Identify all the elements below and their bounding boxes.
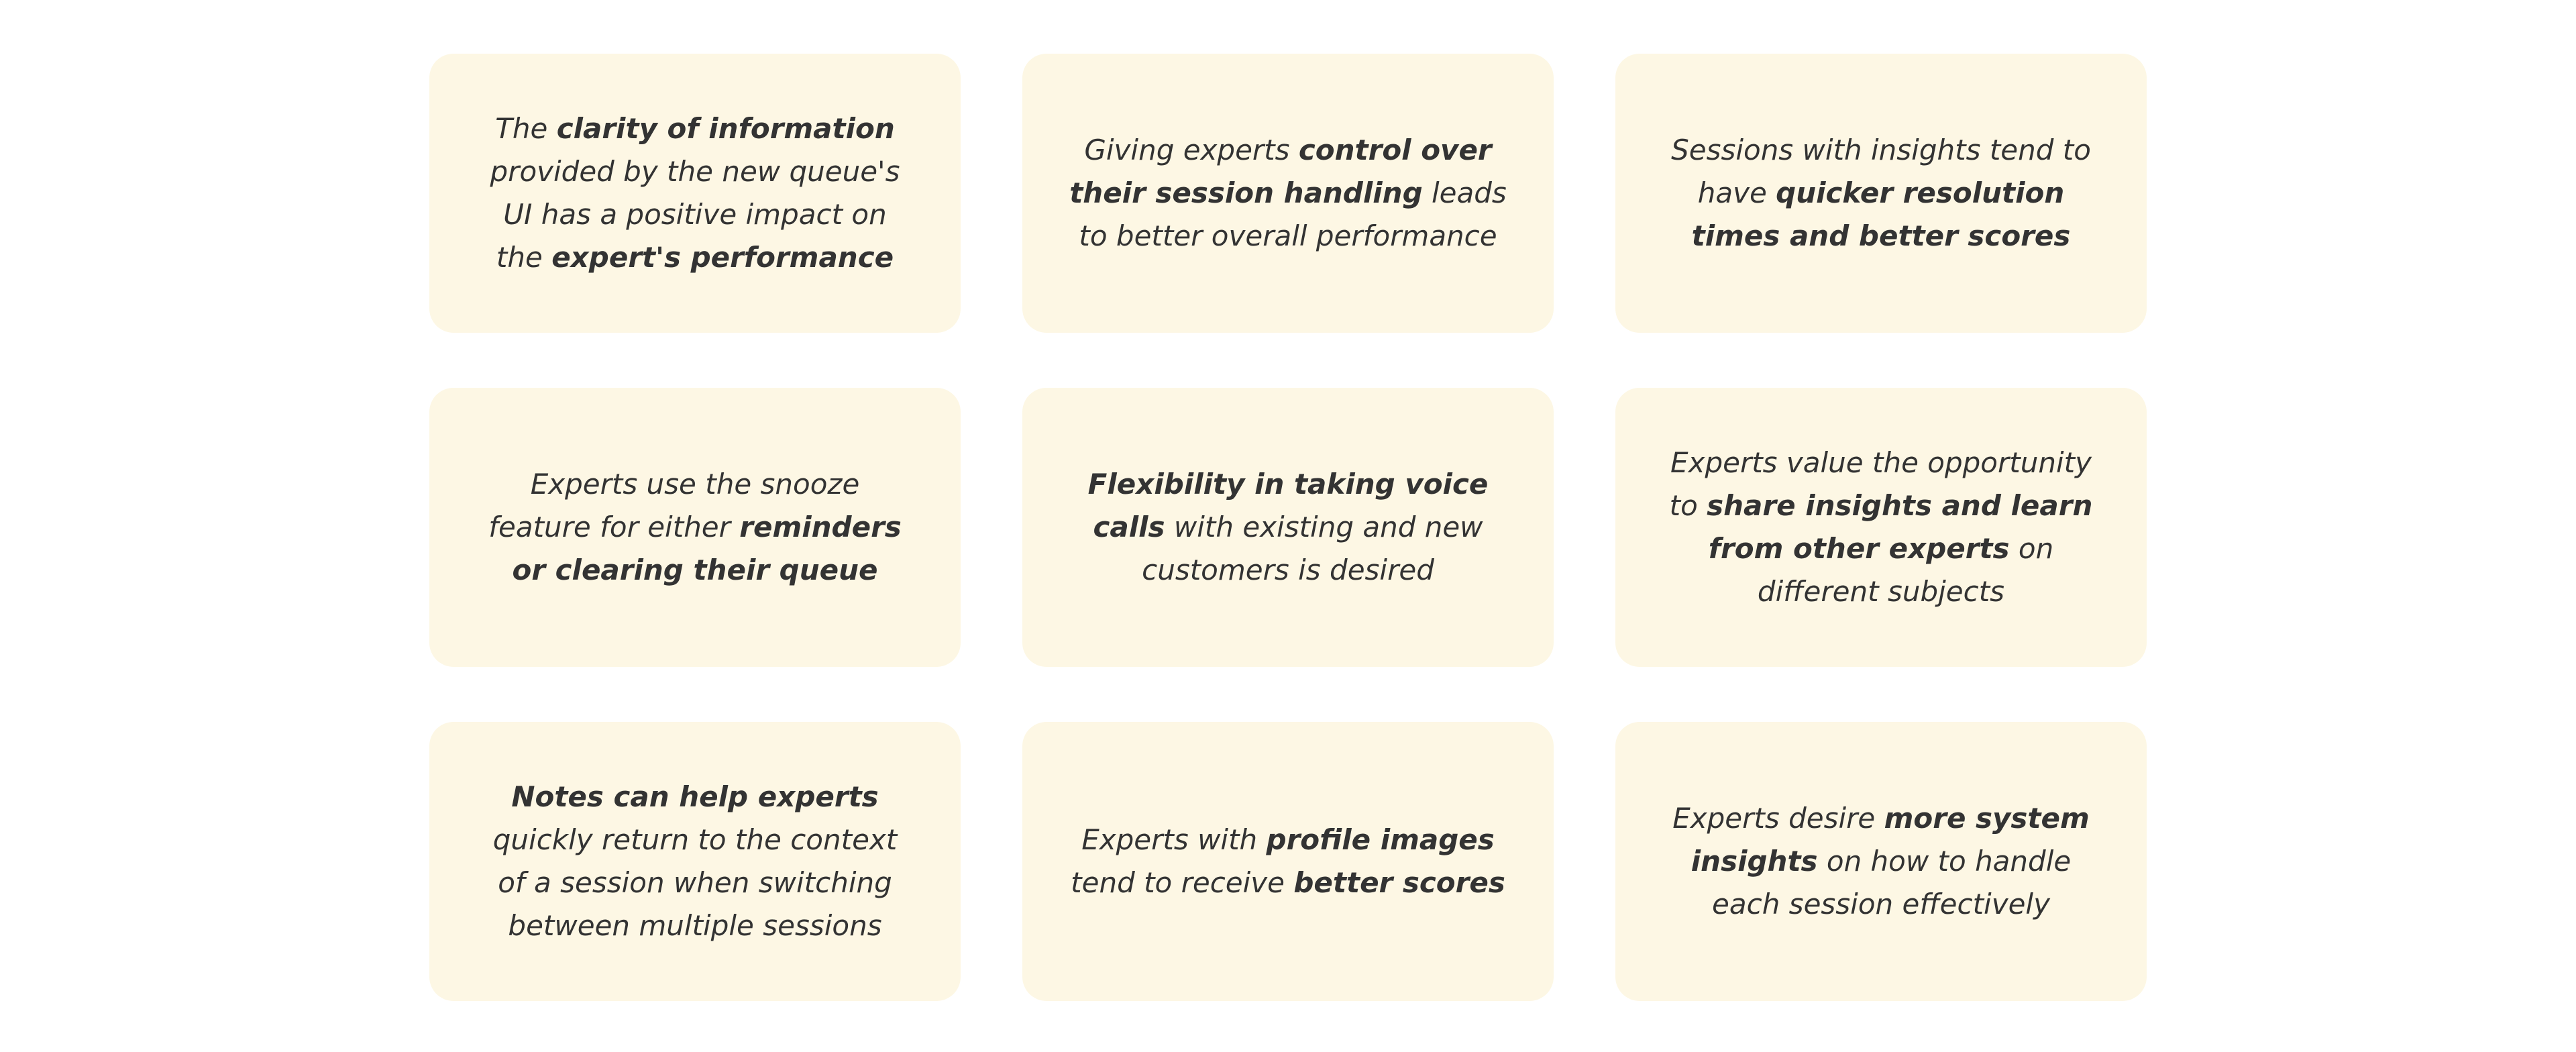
insight-text-emphasis: quicker resolution times and better scor… (1691, 176, 2071, 252)
insight-text-emphasis: Notes can help experts (511, 780, 879, 813)
insight-text-emphasis: clarity of information (556, 112, 895, 145)
insights-grid: The clarity of information provided by t… (429, 54, 2147, 1001)
insight-text: Sessions with insights tend to have quic… (1662, 129, 2100, 258)
insight-text: Notes can help experts quickly return to… (476, 776, 914, 947)
insight-text: Experts desire more system insights on h… (1662, 797, 2100, 926)
insight-card: Sessions with insights tend to have quic… (1615, 54, 2147, 333)
insight-card: Experts with profile images tend to rece… (1022, 722, 1554, 1001)
insight-text-segment: tend to receive (1071, 866, 1294, 899)
insight-card: Experts desire more system insights on h… (1615, 722, 2147, 1001)
insight-text-segment: leads to better overall performance (1079, 176, 1507, 252)
insight-text-emphasis: share insights and learn from other expe… (1707, 489, 2093, 565)
insight-text-segment: on how to handle each session effectivel… (1712, 845, 2072, 920)
insight-card: Giving experts control over their sessio… (1022, 54, 1554, 333)
insight-text-emphasis: control over their session handling (1069, 134, 1492, 209)
insight-text: The clarity of information provided by t… (476, 107, 914, 279)
insight-text-segment: Experts use the snooze feature for eithe… (488, 468, 860, 543)
insight-text-segment: Giving experts (1084, 134, 1299, 166)
insight-text: Experts value the opportunity to share i… (1662, 441, 2100, 613)
insight-text-emphasis: profile images (1266, 823, 1495, 856)
insight-text: Giving experts control over their sessio… (1069, 129, 1507, 258)
insight-text-emphasis: reminders or clearing their queue (512, 511, 902, 586)
insight-card: Flexibility in taking voice calls with e… (1022, 388, 1554, 667)
insight-text: Experts with profile images tend to rece… (1069, 819, 1507, 904)
insight-text-emphasis: better scores (1293, 866, 1505, 899)
insight-card: Experts use the snooze feature for eithe… (429, 388, 961, 667)
insight-text-segment: Sessions with insights tend to have (1671, 134, 2091, 209)
insight-text-emphasis: Flexibility in taking voice calls (1087, 468, 1489, 543)
insight-text-emphasis: expert's performance (551, 241, 894, 274)
insight-text-segment: The (495, 112, 557, 145)
insight-text-segment: on different subjects (1757, 532, 2054, 608)
insight-text-segment: provided by the new queue's UI has a pos… (490, 155, 900, 274)
insight-text-segment: Experts desire (1672, 802, 1884, 835)
insight-card: The clarity of information provided by t… (429, 54, 961, 333)
insight-text: Experts use the snooze feature for eithe… (476, 463, 914, 592)
insight-text-segment: Experts with (1081, 823, 1267, 856)
insight-text-segment: with existing and new customers is desir… (1142, 511, 1483, 586)
insight-text-emphasis: more system insights (1690, 802, 2090, 878)
insight-text-segment: quickly return to the context of a sessi… (492, 823, 898, 942)
insight-card: Experts value the opportunity to share i… (1615, 388, 2147, 667)
insight-text: Flexibility in taking voice calls with e… (1069, 463, 1507, 592)
insight-card: Notes can help experts quickly return to… (429, 722, 961, 1001)
insight-text-segment: Experts value the opportunity to (1669, 446, 2092, 522)
